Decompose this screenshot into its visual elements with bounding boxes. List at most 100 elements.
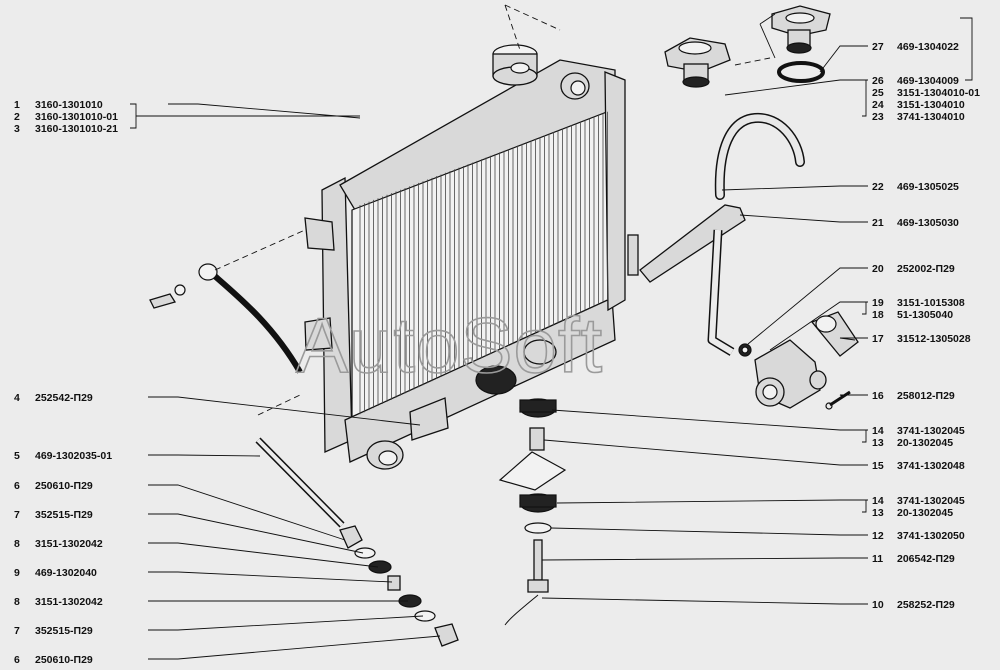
- callout-number: 15: [872, 460, 884, 472]
- callout-part-code: 51-1305040: [897, 309, 953, 321]
- drain-tube: [707, 229, 735, 356]
- callout-part-code: 258012-П29: [897, 390, 955, 402]
- callout-part-code: 469-1304009: [897, 75, 959, 87]
- leader-line: [819, 45, 868, 73]
- leader-line: [148, 484, 346, 541]
- callout-number: 20: [872, 263, 884, 275]
- leader-line: [148, 635, 441, 660]
- callout-number: 16: [872, 390, 884, 402]
- callout-part-code: 31512-1305028: [897, 333, 971, 345]
- callout-part-code: 3151-1304010: [897, 99, 965, 111]
- callout-number: 2: [14, 111, 20, 123]
- callout-part-code: 3160-1301010: [35, 99, 103, 111]
- callout-part-code: 206542-П29: [897, 553, 955, 565]
- callout-number: 8: [14, 596, 20, 608]
- mount-bolt: [504, 539, 549, 626]
- callout-number: 6: [14, 480, 20, 492]
- callout-number: 21: [872, 217, 884, 229]
- callout-number: 23: [872, 111, 884, 123]
- mount-bracket: [498, 451, 567, 491]
- callout-part-code: 250610-П29: [35, 480, 93, 492]
- leader-line: [769, 301, 868, 351]
- callout-part-code: 3741-1302050: [897, 530, 965, 542]
- leader-line: [148, 571, 393, 583]
- callout-part-code: 352515-П29: [35, 509, 93, 521]
- assembly-lines: [214, 4, 771, 416]
- mount-cushion-upper: [519, 398, 557, 418]
- callout-part-code: 3741-1302045: [897, 495, 965, 507]
- leader-line: [168, 103, 361, 119]
- radiator-strut: [149, 263, 303, 374]
- callout-number: 1: [14, 99, 20, 111]
- callout-number: 12: [872, 530, 884, 542]
- callout-number: 13: [872, 507, 884, 519]
- callout-part-code: 20-1302045: [897, 507, 953, 519]
- callout-part-code: 469-1302040: [35, 567, 97, 579]
- callout-number: 17: [872, 333, 884, 345]
- leader-line: [839, 394, 868, 397]
- callout-number: 25: [872, 87, 884, 99]
- callout-part-code: 258252-П29: [897, 599, 955, 611]
- callout-number: 27: [872, 41, 884, 53]
- callout-number: 7: [14, 509, 20, 521]
- leader-line: [551, 409, 868, 431]
- callout-number: 13: [872, 437, 884, 449]
- callout-part-code: 3741-1304010: [897, 111, 965, 123]
- leader-line: [541, 597, 868, 605]
- callout-part-code: 252542-П29: [35, 392, 93, 404]
- leader-line: [556, 499, 868, 504]
- leader-line: [541, 557, 868, 561]
- callout-part-code: 3151-1302042: [35, 596, 103, 608]
- callout-number: 19: [872, 297, 884, 309]
- leader-line: [148, 454, 261, 457]
- callout-part-code: 352515-П29: [35, 625, 93, 637]
- callout-number: 14: [872, 495, 884, 507]
- drain-cock-handle: [810, 311, 859, 357]
- callout-number: 11: [872, 553, 883, 565]
- leader-line: [543, 439, 868, 466]
- leader-line: [148, 396, 421, 426]
- callout-number: 9: [14, 567, 20, 579]
- callout-part-code: 3741-1302048: [897, 460, 965, 472]
- leader-line: [839, 337, 868, 341]
- callout-part-code: 20-1302045: [897, 437, 953, 449]
- tube-bracket: [627, 204, 746, 283]
- leader-line: [724, 79, 868, 96]
- callout-part-code: 469-1302035-01: [35, 450, 112, 462]
- mount-cushion-lower: [519, 493, 557, 513]
- drain-cock: [738, 339, 827, 409]
- leader-line: [550, 527, 868, 536]
- mount-washer: [524, 522, 552, 534]
- callout-part-code: 250610-П29: [35, 654, 93, 666]
- callout-part-code: 3151-1304010-01: [897, 87, 980, 99]
- callout-part-code: 469-1305025: [897, 181, 959, 193]
- callout-number: 10: [872, 599, 884, 611]
- leader-line: [148, 542, 379, 568]
- steam-tube: [714, 112, 805, 200]
- callout-number: 18: [872, 309, 884, 321]
- callout-part-code: 3160-1301010-01: [35, 111, 118, 123]
- radiator-cap-upper: [771, 5, 831, 54]
- callout-number: 26: [872, 75, 884, 87]
- callout-number: 14: [872, 425, 884, 437]
- leader-line: [747, 267, 868, 345]
- strut-fasteners: [339, 525, 459, 647]
- callout-number: 7: [14, 625, 20, 637]
- mount-sleeve: [529, 427, 545, 451]
- leader-line: [148, 513, 364, 554]
- leader-line: [148, 615, 424, 631]
- callout-number: 3: [14, 123, 20, 135]
- leader-line: [721, 185, 868, 191]
- radiator-cap-main: [664, 37, 731, 88]
- callout-number: 8: [14, 538, 20, 550]
- callout-part-code: 3151-1015308: [897, 297, 965, 309]
- cotter-pin: [825, 390, 851, 410]
- watermark: AutoSoft: [296, 301, 603, 389]
- radiator-core: [304, 44, 626, 470]
- callout-number: 5: [14, 450, 20, 462]
- long-stud: [255, 437, 345, 528]
- cap-gasket: [777, 61, 825, 83]
- callout-number: 4: [14, 392, 20, 404]
